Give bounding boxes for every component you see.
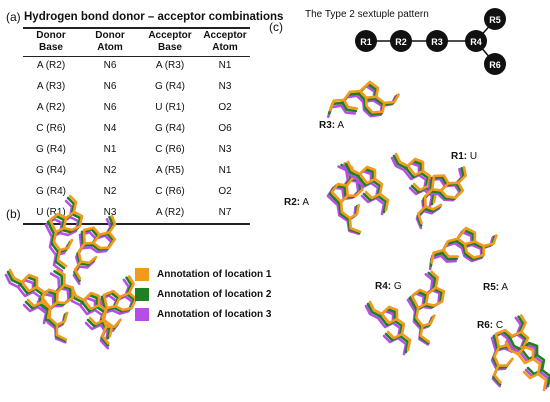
svg-text:R3: R3	[431, 37, 443, 47]
molecule-location-3	[4, 199, 137, 353]
donor-base-cell: G (R4)	[36, 165, 66, 176]
acceptor-base-cell: A (R2)	[155, 207, 185, 218]
donor-atom-cell: N6	[103, 102, 117, 113]
donor-base-cell: A (R2)	[36, 60, 66, 71]
legend-label-location-2: Annotation of location 2	[157, 289, 272, 300]
acceptor-atom-cell: O2	[218, 186, 232, 197]
donor-base-cell: G (R4)	[36, 186, 66, 197]
legend-swatch-location-2	[135, 288, 149, 301]
molecule-location-2	[6, 196, 140, 350]
pattern-graph: R1 R2 R3 R4 R5 R6	[355, 8, 506, 75]
header-acceptor-atom: Acceptor Atom	[203, 30, 247, 53]
acceptor-atom-cell: N3	[218, 81, 232, 92]
donor-base-cell: G (R4)	[36, 144, 66, 155]
residue-label-r4: R4: G	[375, 281, 402, 292]
residue-r1-structure	[390, 152, 476, 238]
graph-node-r1: R1	[355, 30, 377, 52]
acceptor-atom-cell: N7	[218, 207, 232, 218]
donor-base-cell: U (R1)	[36, 207, 66, 218]
acceptor-base-cell: C (R6)	[155, 186, 185, 197]
acceptor-atom-cell: N1	[218, 165, 232, 176]
donor-atom-cell: N3	[103, 207, 117, 218]
svg-text:R2: R2	[395, 37, 407, 47]
legend-label-location-3: Annotation of location 3	[157, 309, 272, 320]
residue-label-r2: R2: A	[284, 197, 310, 208]
donor-atom-cell: N2	[103, 165, 117, 176]
residue-label-r3: R3: A	[319, 120, 345, 131]
acceptor-atom-cell: O6	[218, 123, 232, 134]
graph-node-r4: R4	[465, 30, 487, 52]
legend-swatch-location-1	[135, 268, 149, 281]
graph-node-r5: R5	[484, 8, 506, 30]
header-acceptor-base: Acceptor Base	[148, 30, 192, 53]
donor-atom-cell: N2	[103, 186, 117, 197]
acceptor-base-cell: U (R1)	[155, 102, 185, 113]
panel-a-label: (a)	[6, 10, 21, 24]
residue-r2-structure	[318, 158, 390, 241]
panel-b-label: (b)	[6, 207, 21, 221]
donor-atom-cell: N6	[103, 81, 117, 92]
panel-b-structure	[4, 194, 143, 353]
table-title: Hydrogen bond donor – acceptor combinati…	[24, 11, 284, 23]
residue-label-r1: R1: U	[451, 151, 478, 162]
panel-c-label: (c)	[269, 20, 283, 34]
donor-base-cell: C (R6)	[36, 123, 66, 134]
table-bottom-rule	[23, 223, 250, 225]
panel-c-structure	[318, 74, 550, 392]
table-top-rule	[23, 27, 250, 29]
legend-label-location-1: Annotation of location 1	[157, 269, 272, 280]
legend-swatch-location-3	[135, 308, 149, 321]
residue-label-r6: R6: C	[477, 320, 504, 331]
acceptor-base-cell: G (R4)	[155, 123, 185, 134]
acceptor-base-cell: G (R4)	[155, 81, 185, 92]
acceptor-atom-cell: N1	[218, 60, 232, 71]
table-header-rule	[23, 56, 250, 57]
graph-node-r3: R3	[426, 30, 448, 52]
donor-base-cell: A (R3)	[36, 81, 66, 92]
acceptor-atom-cell: O2	[218, 102, 232, 113]
graph-node-r2: R2	[390, 30, 412, 52]
acceptor-base-cell: A (R5)	[155, 165, 185, 176]
svg-text:R1: R1	[360, 37, 372, 47]
header-donor-atom: Donor Atom	[95, 30, 125, 53]
svg-text:R4: R4	[470, 37, 482, 47]
pattern-title: The Type 2 sextuple pattern	[305, 9, 429, 20]
donor-atom-cell: N6	[103, 60, 117, 71]
residue-label-r5: R5: A	[483, 282, 509, 293]
graph-node-r6: R6	[484, 53, 506, 75]
donor-atom-cell: N1	[103, 144, 117, 155]
svg-text:R6: R6	[489, 60, 501, 70]
acceptor-base-cell: C (R6)	[155, 144, 185, 155]
acceptor-atom-cell: N3	[218, 144, 232, 155]
donor-base-cell: A (R2)	[36, 102, 66, 113]
svg-text:R5: R5	[489, 15, 501, 25]
donor-atom-cell: N4	[103, 123, 117, 134]
header-donor-base: Donor Base	[36, 30, 66, 53]
acceptor-base-cell: A (R3)	[155, 60, 185, 71]
